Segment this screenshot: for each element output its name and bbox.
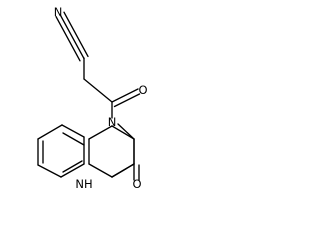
nitrile-n-label: N: [54, 5, 63, 19]
lactam-c-nh-bond: [111, 163, 135, 178]
n1-ch2-bond: [117, 123, 135, 140]
nitrile-triple-bond: [55, 11, 89, 62]
benzene-inner-double-bonds: [37, 124, 85, 178]
benzene-left-ring-bonds: [37, 124, 85, 178]
ketone-double-bond: [111, 88, 141, 108]
molecule-structure-diagram: N O N O NH: [37, 5, 148, 191]
ch2-carbonyl-bond: [83, 78, 113, 103]
lactam-nh-label: NH: [75, 177, 92, 191]
lactam-o-label: O: [132, 177, 141, 191]
lactam-double-bond: [133, 163, 140, 181]
benzene-ring: [88, 125, 135, 178]
ketone-o-label: O: [138, 83, 147, 97]
ring-n1-label: N: [108, 115, 117, 129]
